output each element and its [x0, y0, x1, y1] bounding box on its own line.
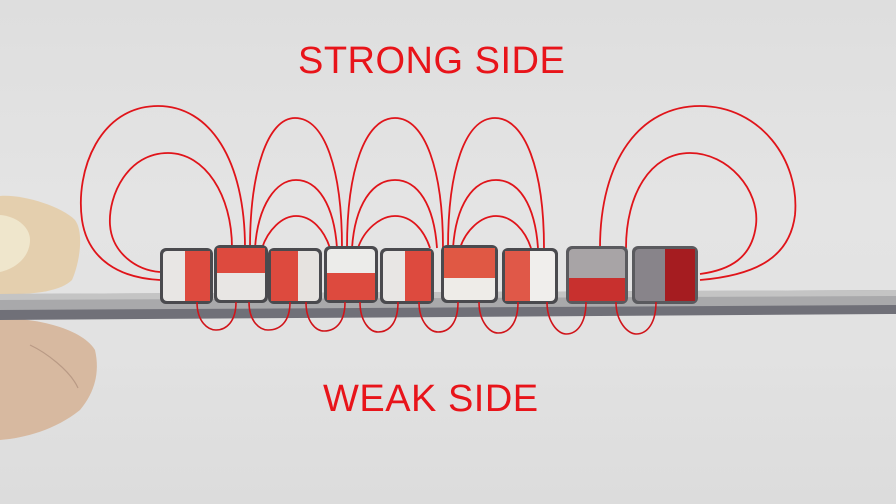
magnet-8	[566, 246, 628, 304]
magnet-4	[324, 246, 378, 303]
strong-side-label: STRONG SIDE	[298, 40, 566, 82]
magnet-1	[160, 248, 213, 304]
weak-side-label: WEAK SIDE	[323, 378, 539, 420]
field-lines-strong-side	[80, 105, 797, 281]
magnet-5	[380, 248, 434, 304]
field-lines-weak-side	[196, 301, 657, 335]
fingers	[0, 195, 97, 440]
magnet-6	[441, 245, 498, 303]
magnet-7	[502, 248, 558, 304]
magnet-9	[632, 246, 698, 304]
magnet-2	[214, 245, 268, 303]
magnet-3	[268, 248, 322, 304]
magnet-array	[160, 245, 698, 304]
